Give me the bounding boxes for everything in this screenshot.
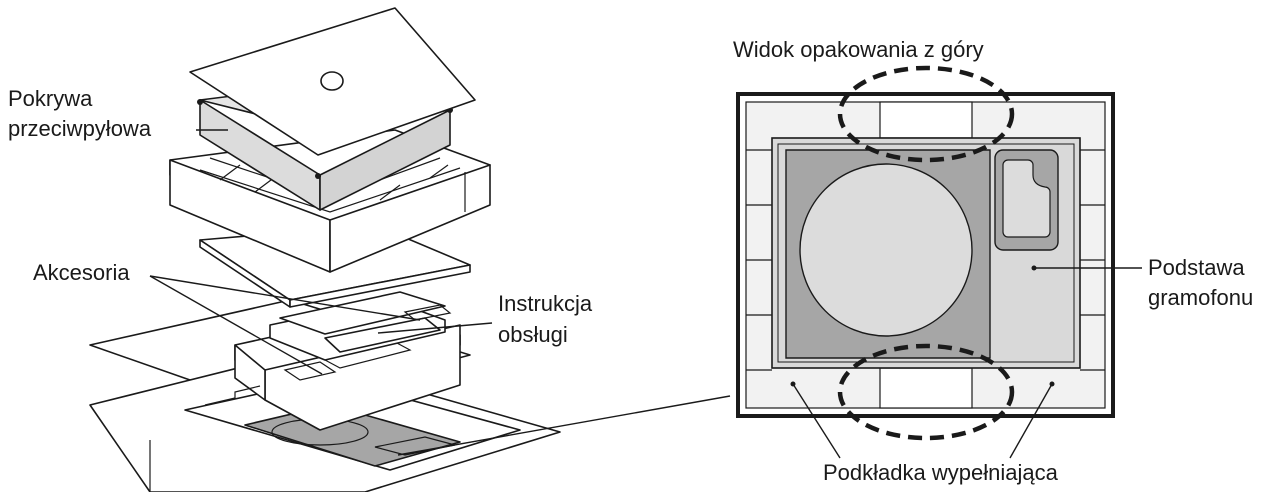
highlight-bottom (837, 343, 1015, 441)
label-filler-pad: Podkładka wypełniająca (823, 460, 1059, 485)
manual-booklet (324, 317, 441, 353)
label-turntable-base-line1: Podstawa (1148, 255, 1245, 280)
label-manual-line1: Instrukcja (498, 291, 593, 316)
label-accessories: Akcesoria (33, 260, 130, 285)
notch-bottom (879, 367, 973, 409)
highlight-top (837, 65, 1015, 163)
platter (799, 163, 973, 337)
top-view (736, 65, 1115, 441)
label-dust-cover-line2: przeciwpyłowa (8, 116, 152, 141)
tonearm-cutout (1002, 159, 1051, 238)
label-top-view-title: Widok opakowania z góry (733, 37, 984, 62)
dust-cover-front-right (319, 109, 451, 211)
notch-top (879, 101, 973, 139)
top-lid-hole (320, 71, 344, 91)
label-dust-cover-line1: Pokrywa (8, 86, 93, 111)
label-turntable-base-line2: gramofonu (1148, 285, 1253, 310)
exploded-view (89, 7, 731, 492)
label-manual-line2: obsługi (498, 322, 568, 347)
